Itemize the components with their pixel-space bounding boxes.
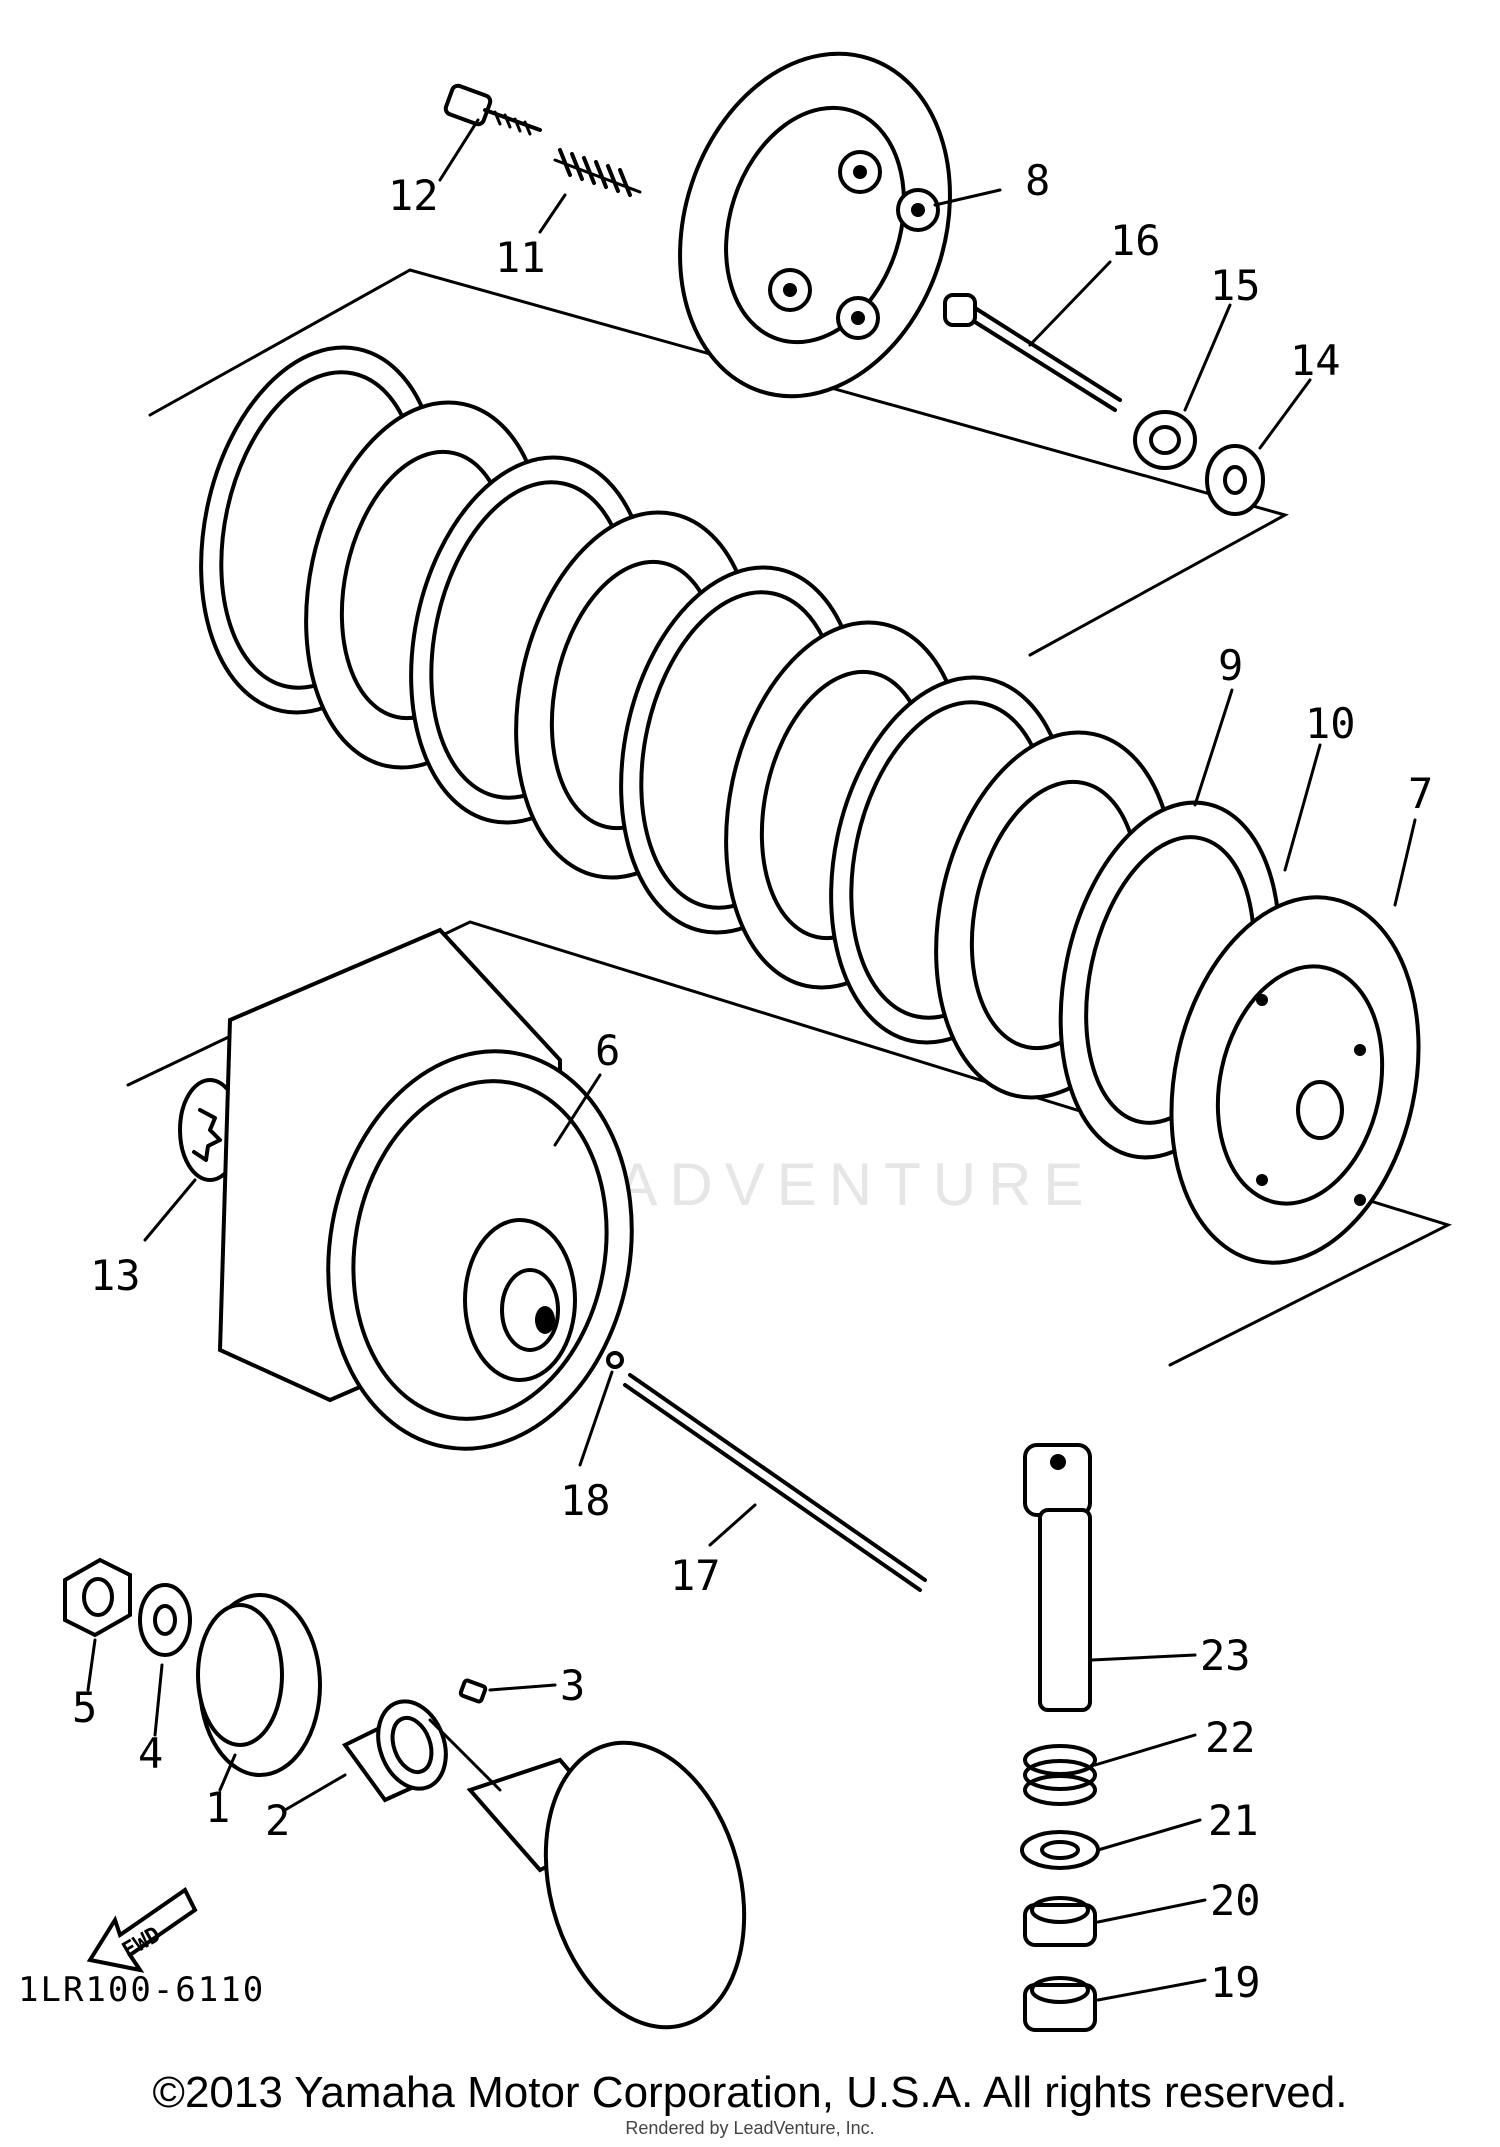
crankshaft-icon [428, 1718, 747, 2030]
callout-14: 14 [1290, 336, 1341, 385]
callout-19: 19 [1210, 1958, 1261, 2007]
bolt-icon [443, 83, 542, 136]
callout-22: 22 [1205, 1713, 1256, 1762]
callout-23: 23 [1200, 1631, 1251, 1680]
spring-icon [553, 148, 642, 197]
callout-3: 3 [560, 1661, 585, 1710]
callout-4: 4 [138, 1729, 163, 1778]
callout-8: 8 [1025, 156, 1050, 205]
primary-nut-icon [63, 1557, 132, 1638]
callout-9: 9 [1218, 641, 1243, 690]
assembly-box-upper [148, 268, 1289, 657]
leader-lines [86, 118, 1417, 2002]
callout-15: 15 [1210, 261, 1261, 310]
oil-seal-icon [1023, 1896, 1097, 1947]
woodruff-key-icon [458, 1678, 488, 1704]
long-push-rod-icon [623, 1373, 927, 1592]
primary-drive-gear-icon [196, 1593, 322, 1777]
callout-7: 7 [1408, 769, 1433, 818]
callout-11: 11 [495, 233, 546, 282]
bearing-icon [1023, 1976, 1097, 2032]
clutch-boss-icon [1169, 895, 1421, 1265]
shaft-washer-icon [1020, 1830, 1100, 1870]
nut-icon [1133, 410, 1197, 470]
copyright-text: ©2013 Yamaha Motor Corporation, U.S.A. A… [152, 2068, 1348, 2117]
rendered-by-text: Rendered by LeadVenture, Inc. [625, 2118, 875, 2138]
callout-12: 12 [388, 171, 439, 220]
callout-17: 17 [670, 1551, 721, 1600]
callout-6: 6 [595, 1026, 620, 1075]
callout-1: 1 [205, 1783, 230, 1832]
washer-icon [1205, 444, 1265, 516]
clutch-housing-icon [217, 927, 634, 1451]
callout-2: 2 [265, 1796, 290, 1845]
primary-washer-icon [138, 1583, 192, 1657]
ball-icon [606, 1351, 624, 1369]
callout-20: 20 [1210, 1876, 1261, 1925]
push-rod-icon [943, 293, 1122, 412]
callout-5: 5 [72, 1683, 97, 1732]
callout-16: 16 [1110, 216, 1161, 265]
callout-10: 10 [1305, 699, 1356, 748]
clutch-plate-stack-icon [199, 345, 1176, 1100]
forward-arrow-icon: FWD [86, 1887, 198, 1973]
diagram-code: 1LR100-6110 [18, 1970, 266, 2010]
push-lever-shaft-icon [1023, 1443, 1092, 1712]
collar-icon [341, 1699, 448, 1803]
callout-21: 21 [1208, 1796, 1259, 1845]
callout-13: 13 [90, 1251, 141, 1300]
torsion-spring-icon [1023, 1744, 1097, 1806]
callout-18: 18 [560, 1476, 611, 1525]
pressure-plate-icon [678, 51, 952, 399]
